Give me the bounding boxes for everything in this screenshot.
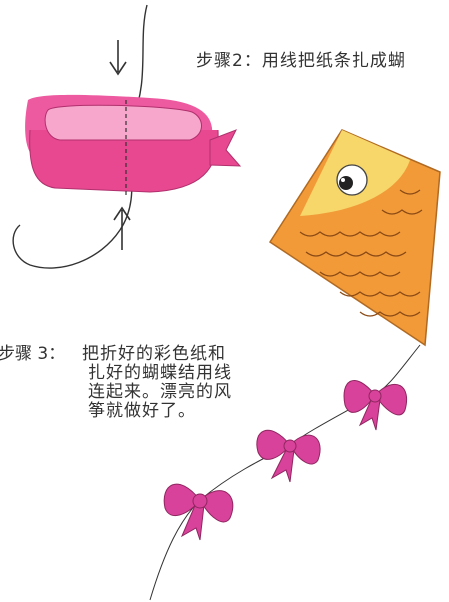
- step-3-label: 步骤 3：: [0, 344, 66, 364]
- step-3-line: 扎好的蝴蝶结用线: [88, 363, 232, 383]
- ribbon-loop-illustration: [12, 4, 242, 269]
- arrow-down-icon: [109, 40, 127, 76]
- arrow-up-icon: [113, 206, 131, 250]
- step-3-line: 连起来。漂亮的风: [88, 382, 232, 402]
- kite-fish-illustration: [268, 129, 441, 347]
- step-3-line: 筝就做好了。: [88, 401, 196, 421]
- bow-bottom: [163, 483, 234, 541]
- step-2-caption: 步骤2：用线把纸条扎成蝴: [196, 51, 406, 71]
- bow-middle: [256, 429, 321, 483]
- bow-top: [343, 380, 407, 431]
- step-3-line: 把折好的彩色纸和: [82, 344, 226, 364]
- step-3-body: 把折好的彩色纸和 扎好的蝴蝶结用线 连起来。漂亮的风 筝就做好了。: [82, 345, 282, 421]
